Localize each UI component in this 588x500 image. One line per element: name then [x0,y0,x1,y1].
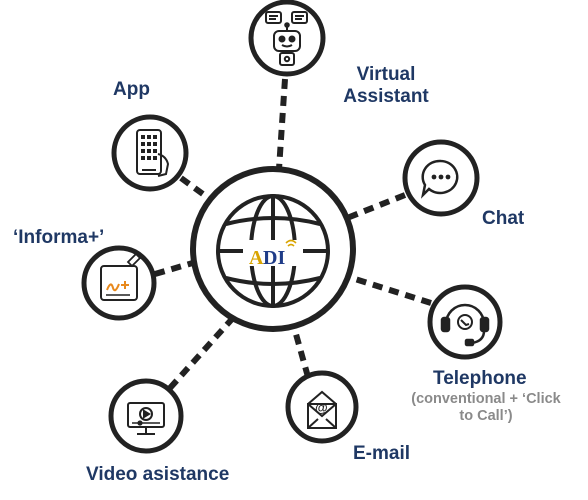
chat-bubble-icon [420,159,459,199]
node-video[interactable] [108,378,184,454]
email-envelope-icon: @ [307,390,337,429]
video-monitor-icon [127,402,165,435]
label-email: E-mail [353,443,411,464]
connector-chat [345,192,407,221]
connector-video [167,316,235,391]
svg-text:@: @ [315,400,328,415]
node-informa[interactable] [81,245,157,321]
svg-text:A: A [249,247,264,269]
robot-icon [265,11,308,66]
globe-icon [216,194,330,308]
node-chat[interactable] [402,139,480,217]
label-telephone: Telephone [433,368,527,389]
label-chat: Chat [482,208,525,229]
node-virtual-assistant[interactable] [248,0,326,77]
signature-tablet-icon [100,252,142,301]
label-app: App [113,79,150,100]
connector-informa [154,259,197,277]
connector-telephone [351,275,432,306]
virtual-assistant-line1: Virtual [356,64,416,85]
mobile-app-icon [136,129,170,177]
node-telephone[interactable] [427,284,503,360]
label-informa: ‘Informa+’ [13,227,105,248]
label-virtual-assistant: Virtual Assistant [338,64,434,108]
connector-virtual-assistant [276,78,288,170]
node-app[interactable] [111,114,189,192]
telephone-sublabel: (conventional + ‘Click to Call’) [401,391,571,425]
node-email[interactable]: @ [285,370,359,444]
headset-icon [440,303,490,347]
svg-text:DI: DI [263,247,285,269]
label-video: Video asistance [86,464,230,485]
telephone-sub-line2: to Call’) [459,408,513,424]
connector-email [291,326,311,378]
hub: A DI [190,166,356,332]
virtual-assistant-line2: Assistant [343,86,429,107]
telephone-sub-line1: (conventional + ‘Click [411,391,561,407]
adi-logo: A DI [249,239,297,269]
